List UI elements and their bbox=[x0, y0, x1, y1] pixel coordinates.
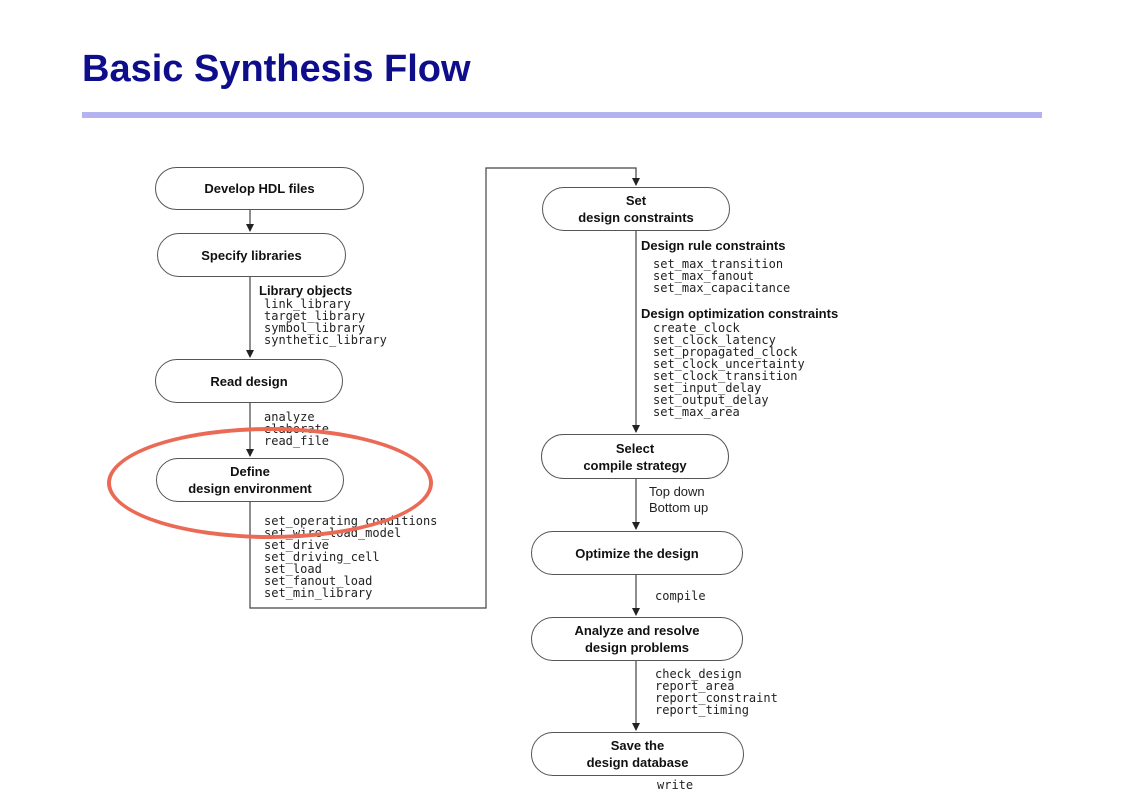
library-command: link_library bbox=[264, 297, 351, 311]
save-command: write bbox=[657, 778, 694, 792]
develop-hdl-label: Develop HDL files bbox=[204, 181, 315, 196]
strategy-option: Bottom up bbox=[649, 500, 709, 515]
analyze-command: report_area bbox=[655, 679, 735, 693]
analyze-command: report_timing bbox=[655, 703, 749, 717]
library-command: target_library bbox=[264, 309, 366, 323]
optimize-command: compile bbox=[655, 589, 706, 603]
design-rule-command: set_max_fanout bbox=[653, 269, 755, 283]
library-objects-list: link_library target_library symbol_libra… bbox=[264, 298, 387, 346]
design-rule-command: set_max_transition bbox=[653, 257, 784, 271]
environment-command: set_load bbox=[264, 562, 322, 576]
save-node: Save the design database bbox=[531, 732, 744, 776]
environment-command: set_min_library bbox=[264, 586, 373, 600]
read-design-node: Read design bbox=[155, 359, 343, 403]
library-command: symbol_library bbox=[264, 321, 366, 335]
design-optimization-command: set_input_delay bbox=[653, 381, 762, 395]
library-command: synthetic_library bbox=[264, 333, 387, 347]
optimize-node: Optimize the design bbox=[531, 531, 743, 575]
design-optimization-list: create_clock set_clock_latency set_propa… bbox=[653, 322, 805, 418]
set-constraints-label-1: Set bbox=[625, 193, 647, 208]
analyze-commands-list: check_design report_area report_constrai… bbox=[655, 668, 778, 716]
save-label-1: Save the bbox=[610, 738, 665, 753]
set-constraints-node: Set design constraints bbox=[542, 187, 730, 231]
design-optimization-heading: Design optimization constraints bbox=[641, 306, 839, 321]
analyze-label-2: design problems bbox=[584, 640, 690, 655]
design-optimization-command: set_clock_latency bbox=[653, 333, 776, 347]
design-optimization-command: set_clock_transition bbox=[653, 369, 798, 383]
read-design-label: Read design bbox=[210, 373, 288, 389]
analyze-command: report_constraint bbox=[655, 691, 778, 705]
environment-command: set_fanout_load bbox=[264, 574, 373, 588]
select-strategy-label-2: compile strategy bbox=[583, 457, 687, 473]
library-objects-heading: Library objects bbox=[259, 283, 353, 298]
develop-hdl-node: Develop HDL files bbox=[155, 167, 364, 210]
design-rule-command: set_max_capacitance bbox=[653, 281, 791, 295]
specify-libraries-label: Specify libraries bbox=[201, 247, 302, 263]
page-title: Basic Synthesis Flow bbox=[82, 48, 471, 90]
environment-command: set_drive bbox=[264, 538, 330, 552]
save-label-2: design database bbox=[586, 755, 689, 770]
design-optimization-command: set_clock_uncertainty bbox=[653, 357, 805, 371]
set-constraints-label-2: design constraints bbox=[578, 210, 694, 225]
design-rule-list: set_max_transition set_max_fanout set_ma… bbox=[653, 258, 790, 294]
select-strategy-node: Select compile strategy bbox=[541, 434, 729, 479]
analyze-label-1: Analyze and resolve bbox=[574, 623, 700, 638]
environment-command: set_driving_cell bbox=[264, 550, 380, 564]
analyze-node: Analyze and resolve design problems bbox=[531, 617, 743, 661]
strategy-list: Top down Bottom up bbox=[649, 484, 708, 516]
design-optimization-command: set_output_delay bbox=[653, 393, 769, 407]
title-underline bbox=[82, 112, 1042, 118]
specify-libraries-node: Specify libraries bbox=[157, 233, 346, 277]
analyze-command: check_design bbox=[655, 667, 742, 681]
optimize-label: Optimize the design bbox=[575, 545, 699, 561]
read-command: analyze bbox=[264, 410, 315, 424]
design-rule-heading: Design rule constraints bbox=[641, 238, 786, 253]
highlight-ellipse bbox=[107, 427, 433, 539]
select-strategy-label-1: Select bbox=[615, 440, 655, 456]
strategy-option: Top down bbox=[649, 484, 705, 499]
design-optimization-command: set_propagated_clock bbox=[653, 345, 798, 359]
design-optimization-command: create_clock bbox=[653, 321, 740, 335]
design-optimization-command: set_max_area bbox=[653, 405, 740, 419]
